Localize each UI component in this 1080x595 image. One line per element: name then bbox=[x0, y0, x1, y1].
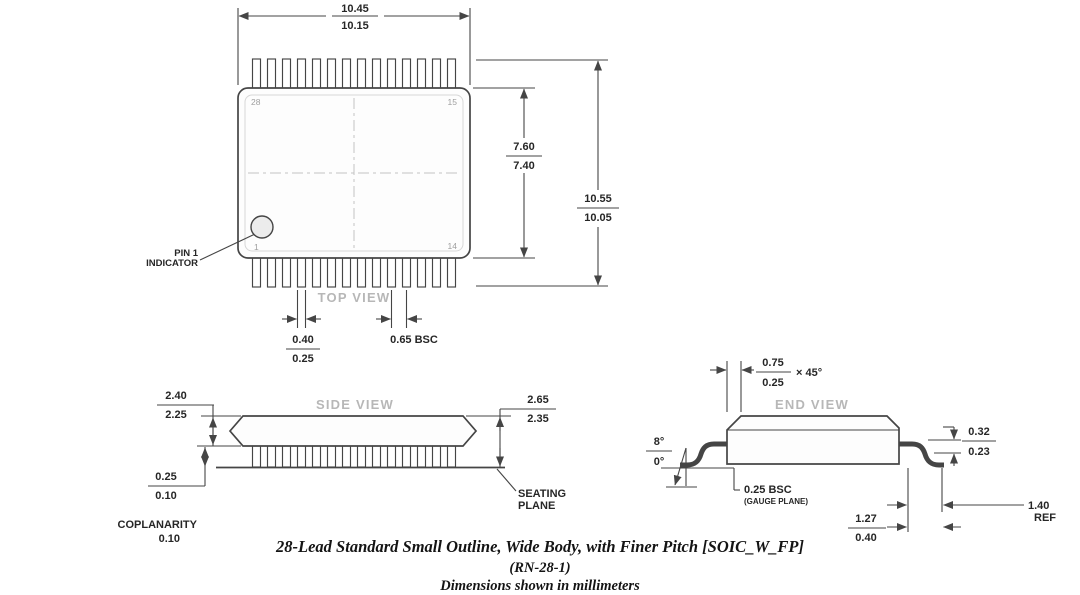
dim-lead-width: 0.40 0.25 bbox=[282, 290, 321, 365]
dim-side-overall-max: 2.65 bbox=[527, 394, 548, 406]
dim-chamfer-max: 0.75 bbox=[762, 357, 783, 369]
dim-body-min: 7.40 bbox=[513, 160, 534, 172]
dim-lead-angle-min: 0° bbox=[654, 456, 665, 468]
dim-body-max: 7.60 bbox=[513, 141, 534, 153]
dim-chamfer-min: 0.25 bbox=[762, 377, 783, 389]
dim-side-overall-min: 2.35 bbox=[527, 413, 548, 425]
dim-lead-thickness-min: 0.23 bbox=[968, 446, 989, 458]
pin1-indicator-label-2: INDICATOR bbox=[146, 258, 198, 269]
dim-foot-len-max: 1.27 bbox=[855, 513, 876, 525]
end-view-label: END VIEW bbox=[775, 397, 849, 412]
dim-overall-min: 10.05 bbox=[584, 212, 612, 224]
side-view: SIDE VIEW 2.40 2.25 0.25 0.10 CO bbox=[118, 390, 567, 545]
dim-overall-height: 10.55 10.05 bbox=[476, 59, 619, 287]
dim-side-body-max: 2.40 bbox=[165, 390, 186, 402]
dim-standoff-min: 0.10 bbox=[155, 490, 176, 502]
top-view: 10.45 10.15 28 15 14 1 PIN 1 INDICATOR 7… bbox=[146, 3, 619, 365]
caption-title: 28-Lead Standard Small Outline, Wide Bod… bbox=[275, 537, 804, 556]
seating-plane-label-2: PLANE bbox=[518, 500, 555, 512]
dim-lead-thickness-max: 0.32 bbox=[968, 426, 989, 438]
coplanarity-note: COPLANARITY 0.10 bbox=[118, 519, 198, 545]
gauge-value: 0.25 BSC bbox=[744, 484, 792, 496]
mold-line bbox=[244, 94, 464, 252]
pin-number-14: 14 bbox=[448, 241, 458, 251]
dim-lead-width-max: 0.40 bbox=[292, 334, 313, 346]
dim-side-overall-height: 2.65 2.35 bbox=[466, 394, 556, 467]
caption-package-code: (RN-28-1) bbox=[509, 560, 570, 576]
dim-gauge-plane: 0.25 BSC (GAUGE PLANE) bbox=[733, 468, 808, 506]
dim-width-max: 10.45 bbox=[341, 3, 369, 15]
dim-foot-ref-value: 1.40 bbox=[1028, 500, 1049, 512]
dim-lead-thickness: 0.32 0.23 bbox=[928, 426, 996, 466]
package-body-end-view bbox=[726, 415, 900, 465]
dim-side-body-thickness: 2.40 2.25 bbox=[157, 390, 241, 447]
dim-lead-width-min: 0.25 bbox=[292, 353, 313, 365]
side-view-label: SIDE VIEW bbox=[316, 397, 394, 412]
dim-pitch: 0.65 BSC bbox=[376, 290, 438, 346]
pin-number-28: 28 bbox=[251, 97, 261, 107]
dim-width-min: 10.15 bbox=[341, 20, 369, 32]
dim-standoff-max: 0.25 bbox=[155, 471, 176, 483]
dim-overall-max: 10.55 bbox=[584, 193, 612, 205]
pin-number-15: 15 bbox=[448, 97, 458, 107]
left-lead bbox=[680, 441, 729, 468]
dim-pitch-value: 0.65 BSC bbox=[390, 334, 438, 346]
gauge-label: (GAUGE PLANE) bbox=[744, 497, 808, 506]
dim-lead-angle-max: 8° bbox=[654, 436, 665, 448]
dim-chamfer-angle: × 45° bbox=[796, 367, 822, 379]
caption-units: Dimensions shown in millimeters bbox=[439, 578, 640, 594]
seating-plane-label-1: SEATING bbox=[518, 488, 566, 500]
pin-number-1: 1 bbox=[254, 242, 259, 252]
top-view-pin-row-top bbox=[251, 58, 457, 90]
end-view: 0.75 0.25 × 45° END VIEW 8° 0° 0.25 BSC … bbox=[646, 357, 1056, 544]
dim-body-height: 7.60 7.40 bbox=[473, 87, 542, 259]
dim-foot-len-min: 0.40 bbox=[855, 532, 876, 544]
seating-plane-note: SEATING PLANE bbox=[496, 468, 566, 512]
top-view-pin-row-bottom bbox=[251, 256, 457, 288]
dim-foot-length: 1.40 REF 1.27 0.40 bbox=[848, 468, 1056, 544]
side-view-pin-row bbox=[251, 444, 457, 468]
dim-chamfer: 0.75 0.25 × 45° bbox=[710, 357, 822, 412]
pin1-indicator-label-1: PIN 1 bbox=[174, 248, 198, 259]
dim-standoff: 0.25 0.10 bbox=[148, 447, 209, 502]
coplanarity-label: COPLANARITY bbox=[118, 519, 198, 531]
right-lead bbox=[897, 441, 944, 468]
coplanarity-value: 0.10 bbox=[159, 533, 180, 545]
dim-foot-ref-label: REF bbox=[1034, 512, 1056, 524]
pin1-indicator: PIN 1 INDICATOR bbox=[146, 215, 274, 269]
top-view-label: TOP VIEW bbox=[318, 290, 391, 305]
dim-lead-angle: 8° 0° bbox=[646, 436, 697, 488]
package-body-side-view bbox=[228, 415, 478, 447]
dim-top-width: 10.45 10.15 bbox=[237, 3, 471, 85]
dim-side-body-min: 2.25 bbox=[165, 409, 186, 421]
pin1-indicator-dot bbox=[250, 215, 274, 239]
caption: 28-Lead Standard Small Outline, Wide Bod… bbox=[275, 537, 804, 594]
